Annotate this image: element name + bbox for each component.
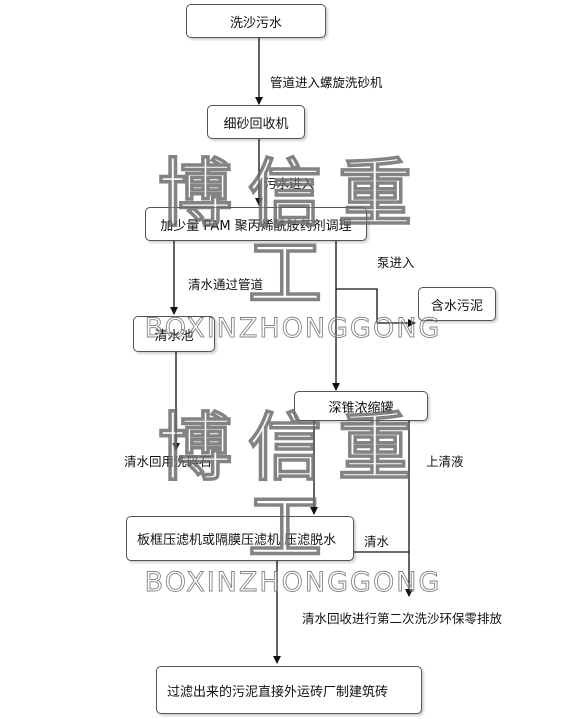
arrow-to-sludge xyxy=(336,288,416,327)
node-sewage: 洗沙污水 xyxy=(186,4,326,38)
label-clear-via-pipe: 清水通过管道 xyxy=(188,277,264,292)
node-fine-sand-recovery: 细砂回收机 xyxy=(207,105,305,139)
label-pipe-to-washer: 管道进入螺旋洗砂机 xyxy=(270,75,383,90)
node-final-brick: 过滤出来的污泥直接外运砖厂制建筑砖 xyxy=(156,666,422,714)
label-supernatant: 上清液 xyxy=(426,454,464,469)
label-sewage-enter: 污水进入 xyxy=(264,176,315,191)
node-pam-treatment: 加少量 PAM 聚丙烯酰胺药剂调理 xyxy=(145,207,367,241)
label-second-wash: 清水回收进行第二次洗沙环保零排放 xyxy=(302,611,503,626)
label-clear-water: 清水 xyxy=(364,534,390,549)
node-wet-sludge: 含水污泥 xyxy=(418,287,496,321)
label-reuse-gravel: 清水回用洗碎石 xyxy=(124,454,212,469)
label-pump-in: 泵进入 xyxy=(377,255,415,270)
node-clear-water-pool: 清水池 xyxy=(133,316,215,352)
node-deep-cone-thickener: 深锥浓缩罐 xyxy=(294,391,428,421)
node-filter-press: 板框压滤机或隔膜压滤机 压滤脱水 xyxy=(126,516,354,561)
